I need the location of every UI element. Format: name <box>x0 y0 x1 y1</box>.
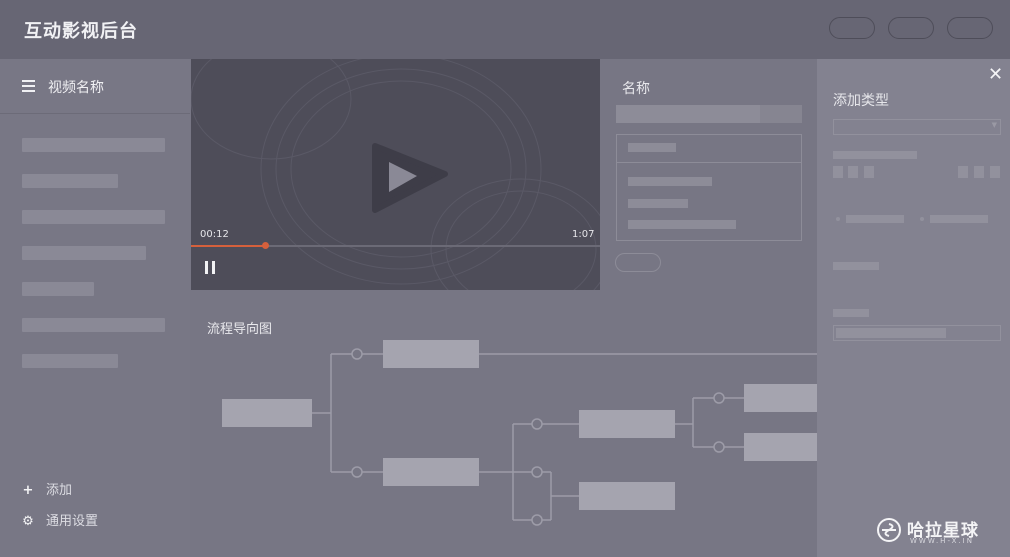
flow-connector-node <box>713 441 725 453</box>
flow-connector-node <box>713 392 725 404</box>
name-label: 名称 <box>622 81 650 97</box>
sidebar-item-placeholder[interactable] <box>22 354 118 368</box>
sidebar-item-placeholder[interactable] <box>22 210 165 224</box>
radio-option[interactable] <box>836 217 840 221</box>
name-dropdown-list[interactable] <box>616 134 802 241</box>
value-input-content <box>836 328 946 338</box>
header-button-1[interactable] <box>829 17 875 39</box>
progress-fill <box>191 245 265 247</box>
progress-handle[interactable] <box>262 242 269 249</box>
watermark-logo-icon <box>877 518 901 542</box>
flow-diagram <box>222 340 817 526</box>
type-select[interactable]: ▼ <box>833 119 1001 135</box>
total-time: 1:07 <box>572 229 595 240</box>
name-input-suffix <box>760 105 802 123</box>
add-label: 添加 <box>46 483 73 498</box>
sidebar-item-placeholder[interactable] <box>22 246 146 260</box>
header-button-2[interactable] <box>888 17 934 39</box>
gear-icon: ⚙ <box>22 514 34 529</box>
plus-icon: + <box>22 483 34 498</box>
option-box[interactable] <box>864 166 874 178</box>
top-header <box>0 0 1010 59</box>
close-icon[interactable]: ✕ <box>988 64 1004 85</box>
pause-icon[interactable] <box>205 261 216 274</box>
sidebar-item-placeholder[interactable] <box>22 282 94 296</box>
dropdown-divider <box>617 162 801 163</box>
field-label-placeholder <box>833 309 869 317</box>
value-input[interactable] <box>833 325 1001 341</box>
play-icon[interactable] <box>367 140 453 216</box>
chevron-down-icon: ▼ <box>991 121 997 129</box>
general-settings-button[interactable]: ⚙ 通用设置 <box>20 510 98 529</box>
radio-option-label <box>846 215 904 223</box>
sidebar-item-placeholder[interactable] <box>22 318 165 332</box>
flow-connector-node <box>531 514 543 526</box>
header-button-3[interactable] <box>947 17 993 39</box>
flow-node <box>744 433 817 461</box>
watermark-subtext: WWW.H-X.IN <box>910 537 974 545</box>
radio-option-label <box>930 215 988 223</box>
flow-node <box>383 458 479 486</box>
flow-node <box>222 399 312 427</box>
option-box[interactable] <box>848 166 858 178</box>
add-type-title: 添加类型 <box>833 93 889 109</box>
flow-node <box>579 410 675 438</box>
option-box[interactable] <box>958 166 968 178</box>
menu-icon[interactable] <box>22 80 35 92</box>
dropdown-option-placeholder[interactable] <box>628 199 688 208</box>
flow-node <box>744 384 817 412</box>
dropdown-option-placeholder[interactable] <box>628 220 736 229</box>
general-settings-label: 通用设置 <box>46 514 99 529</box>
current-time: 00:12 <box>200 229 229 240</box>
flow-connector-node <box>531 418 543 430</box>
flow-connector-node <box>531 466 543 478</box>
sidebar-item-placeholder[interactable] <box>22 138 165 152</box>
radio-option[interactable] <box>920 217 924 221</box>
right-side-panel <box>817 59 1010 557</box>
app-title: 互动影视后台 <box>24 21 138 42</box>
add-button[interactable]: + 添加 <box>20 479 72 498</box>
flow-connector-node <box>351 348 363 360</box>
flow-node <box>579 482 675 510</box>
sidebar-header <box>0 59 190 114</box>
player-background-decoration <box>191 59 600 290</box>
dropdown-selected-placeholder[interactable] <box>628 143 676 152</box>
flow-node <box>383 340 479 368</box>
option-box[interactable] <box>833 166 843 178</box>
flow-connector-node <box>351 466 363 478</box>
dropdown-option-placeholder[interactable] <box>628 177 712 186</box>
sidebar-item-placeholder[interactable] <box>22 174 118 188</box>
option-box[interactable] <box>974 166 984 178</box>
option-box[interactable] <box>990 166 1000 178</box>
progress-track[interactable] <box>191 245 600 247</box>
name-confirm-button[interactable] <box>615 253 661 272</box>
name-panel <box>600 59 817 290</box>
watermark-text: 哈拉星球 <box>907 521 979 541</box>
field-label-placeholder <box>833 151 917 159</box>
name-input[interactable] <box>616 105 802 123</box>
flow-chart-title: 流程导向图 <box>207 322 273 337</box>
field-label-placeholder <box>833 262 879 270</box>
video-name-title: 视频名称 <box>48 80 104 96</box>
